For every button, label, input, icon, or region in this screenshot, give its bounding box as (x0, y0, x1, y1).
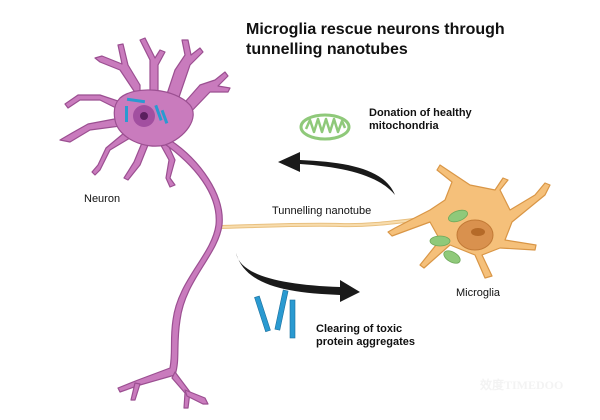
microglia-mitochondria (429, 209, 468, 264)
clearing-arrow (236, 253, 360, 302)
diagram-title: Microglia rescue neurons through tunnell… (246, 21, 505, 58)
nanotube-label: Tunnelling nanotube (272, 205, 372, 217)
neuron-cell (59, 37, 231, 409)
neuron-organelles (125, 97, 169, 127)
donation-label: Donation of healthy mitochondria (369, 107, 472, 132)
mitochondrion-icon (299, 113, 351, 141)
neuron-label: Neuron (84, 193, 121, 205)
donation-arrow (278, 152, 395, 195)
clearing-label: Clearing of toxic protein aggregates (316, 323, 416, 348)
protein-aggregates-icon (254, 289, 296, 339)
watermark: 效度TIMEDOO (480, 378, 564, 392)
microglia-label: Microglia (456, 287, 501, 299)
